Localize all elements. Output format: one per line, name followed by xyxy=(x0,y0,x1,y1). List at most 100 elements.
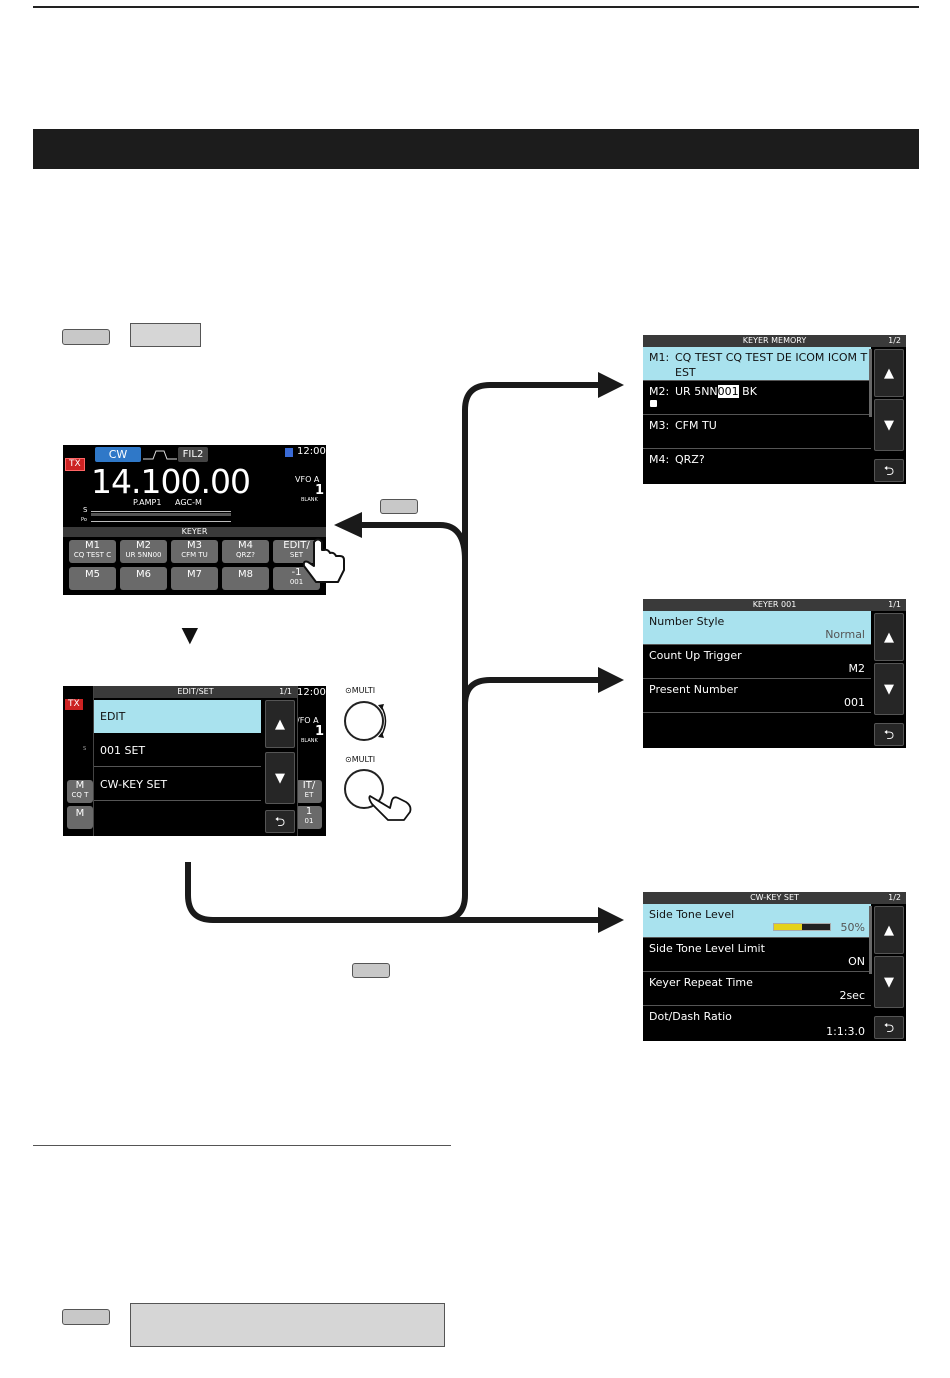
po-meter-scale xyxy=(91,521,231,522)
meter-label: S xyxy=(83,746,87,752)
setting-row-side-tone-level[interactable]: Side Tone Level 50% xyxy=(643,904,871,938)
po-meter-label: Po xyxy=(81,517,87,523)
preamp-label: P.AMP1 xyxy=(133,498,162,507)
keyer-key-m8[interactable]: M8 xyxy=(222,567,269,590)
memory-text: QRZ? xyxy=(675,453,705,466)
keyer-key-m6[interactable]: M6 xyxy=(120,567,167,590)
keyer-key-m5[interactable]: M5 xyxy=(69,567,116,590)
keyer-key-edit-set[interactable]: EDIT/SET xyxy=(273,540,320,563)
back-button[interactable]: ⮌ xyxy=(874,459,904,482)
back-button[interactable]: ⮌ xyxy=(265,810,295,833)
key-label: M5 xyxy=(85,569,100,580)
scroll-down-button[interactable]: ▼ xyxy=(874,663,904,715)
keyer-001-screen: KEYER 001 1/1 Number Style Normal Count … xyxy=(643,599,906,748)
memory-text-pre: UR 5NN xyxy=(675,385,718,398)
vfo-label: /FO A xyxy=(297,716,319,725)
scroll-down-button[interactable]: ▼ xyxy=(265,752,295,804)
page-indicator: 1/2 xyxy=(888,893,901,902)
memory-label: M2: xyxy=(649,385,670,398)
clock: 12:00 xyxy=(297,687,326,698)
setting-row-count-up-trigger[interactable]: Count Up Trigger M2 xyxy=(643,645,871,679)
sd-card-icon xyxy=(285,448,293,457)
filter-shape-icon xyxy=(143,450,177,460)
scroll-up-button[interactable]: ▲ xyxy=(874,613,904,661)
menu-item-edit[interactable]: EDIT xyxy=(94,700,261,733)
memory-row-m4[interactable]: M4: QRZ? xyxy=(643,449,871,484)
key-label: M4 xyxy=(238,540,253,551)
key-label: M7 xyxy=(187,569,202,580)
setting-row-present-number[interactable]: Present Number 001 xyxy=(643,679,871,713)
vfo-number: 1 xyxy=(315,483,325,498)
scrollbar[interactable] xyxy=(869,906,872,974)
scroll-up-button[interactable]: ▲ xyxy=(265,700,295,748)
memory-text-post: BK xyxy=(738,385,757,398)
exit-key-2[interactable] xyxy=(352,963,390,978)
scroll-up-button[interactable]: ▲ xyxy=(874,349,904,397)
key-sublabel: UR 5NN00 xyxy=(125,551,162,559)
memory-text-cont: EST xyxy=(675,366,696,379)
setting-value: 50% xyxy=(840,921,865,934)
setting-row-keyer-repeat-time[interactable]: Keyer Repeat Time 2sec xyxy=(643,972,871,1006)
memory-text: CQ TEST CQ TEST DE ICOM ICOM T xyxy=(675,351,868,364)
s-meter-scale xyxy=(91,511,231,512)
setting-label: Side Tone Level Limit xyxy=(649,942,765,955)
keyer-key-m7[interactable]: M7 xyxy=(171,567,218,590)
back-button[interactable]: ⮌ xyxy=(874,723,904,746)
function-key-box[interactable] xyxy=(130,323,201,347)
setting-value: 001 xyxy=(844,696,865,709)
scroll-down-button[interactable]: ▼ xyxy=(874,956,904,1008)
multi-dial-rotate[interactable] xyxy=(344,701,384,741)
menu-key[interactable] xyxy=(62,329,110,345)
vfo-number: 1 xyxy=(315,724,325,739)
setting-row-dot-dash-ratio[interactable]: Dot/Dash Ratio 1:1:3.0 xyxy=(643,1006,871,1041)
finger-push-icon xyxy=(368,795,412,821)
menu-key-bottom[interactable] xyxy=(62,1309,110,1325)
setting-row-number-style[interactable]: Number Style Normal xyxy=(643,611,871,645)
memory-row-m3[interactable]: M3: CFM TU xyxy=(643,415,871,449)
memory-row-m1[interactable]: M1: CQ TEST CQ TEST DE ICOM ICOM T EST xyxy=(643,347,871,381)
level-bar xyxy=(773,923,831,931)
memory-label: M1: xyxy=(649,351,670,364)
hidden-key-m5: M xyxy=(67,806,93,829)
setting-label: Count Up Trigger xyxy=(649,649,742,662)
setting-label: Number Style xyxy=(649,615,725,628)
scroll-down-button[interactable]: ▼ xyxy=(874,399,904,451)
mode-button[interactable]: CW xyxy=(95,447,141,462)
scroll-up-button[interactable]: ▲ xyxy=(874,906,904,954)
key-label: EDIT/ xyxy=(283,540,310,551)
memory-text: CFM TU xyxy=(675,419,717,432)
setting-label: Keyer Repeat Time xyxy=(649,976,753,989)
key-sublabel: CQ T xyxy=(71,791,89,799)
multi-dial-label: ⊙MULTI xyxy=(345,686,376,695)
memory-row-m2[interactable]: M2: UR 5NN001 BK xyxy=(643,381,871,415)
setting-value: 1:1:3.0 xyxy=(826,1025,865,1038)
setting-label: Dot/Dash Ratio xyxy=(649,1010,732,1023)
radio-main-screen: TX CW FIL2 12:00 14.100.00 VFO A 1 BLANK… xyxy=(63,445,326,595)
setting-label: Present Number xyxy=(649,683,738,696)
scrollbar[interactable] xyxy=(869,349,872,417)
filter-button[interactable]: FIL2 xyxy=(178,447,208,462)
keyer-bar-title: KEYER xyxy=(63,527,326,537)
key-sublabel: 001 xyxy=(289,578,304,586)
menu-item-cw-key-set[interactable]: CW-KEY SET xyxy=(94,768,261,801)
frequency-display[interactable]: 14.100.00 xyxy=(91,462,251,501)
back-button[interactable]: ⮌ xyxy=(874,1016,904,1039)
key-label: M6 xyxy=(136,569,151,580)
bottom-note-box xyxy=(130,1303,445,1347)
screen-title: CW-KEY SET xyxy=(643,892,906,904)
setting-row-side-tone-level-limit[interactable]: Side Tone Level Limit ON xyxy=(643,938,871,972)
counter-highlight: 001 xyxy=(717,385,739,398)
exit-key[interactable] xyxy=(380,499,418,514)
section-separator xyxy=(33,1145,451,1146)
down-arrow-icon: ▼ xyxy=(176,619,204,650)
s-meter-bar xyxy=(91,513,231,516)
menu-item-001-set[interactable]: 001 SET xyxy=(94,734,261,767)
key-label: IT/ xyxy=(302,780,316,791)
